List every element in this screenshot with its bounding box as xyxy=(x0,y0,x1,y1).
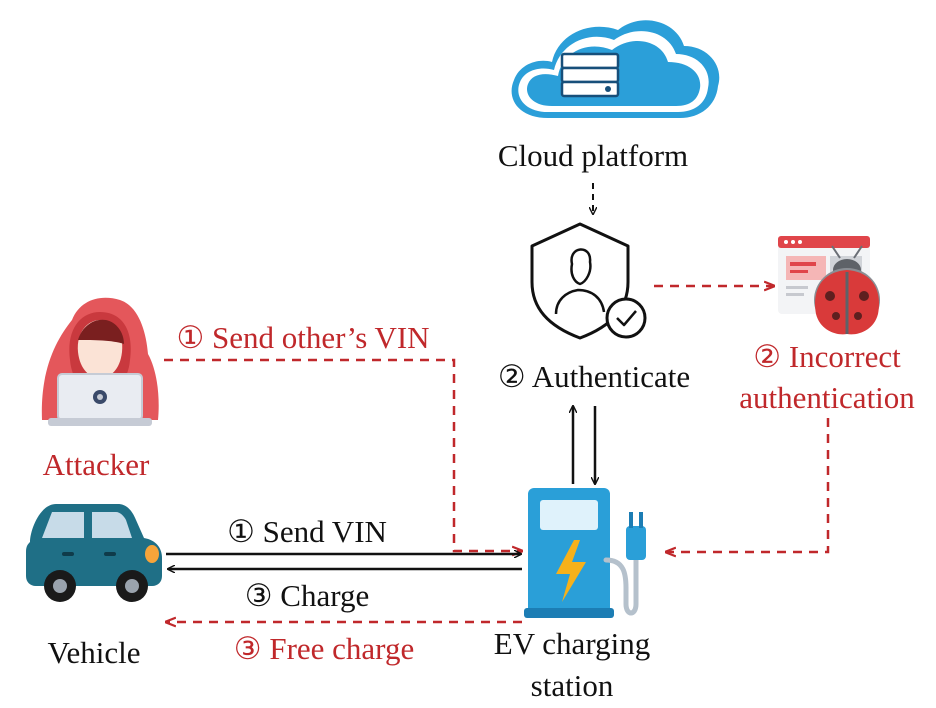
ladybug-web-window-icon xyxy=(778,236,880,335)
attacker-label: Attacker xyxy=(42,447,150,482)
station-label-line1: EV charging xyxy=(493,626,651,661)
hooded-hacker-icon xyxy=(41,297,159,426)
attacker-to-station-arrow xyxy=(164,358,522,551)
authenticate-label: ② Authenticate xyxy=(497,359,691,394)
bug-to-station-arrow xyxy=(666,418,830,552)
send-other-vin-label: ① Send other’s VIN xyxy=(176,320,430,355)
car-icon xyxy=(26,504,162,602)
station-label-line2: station xyxy=(530,668,614,703)
vehicle-label: Vehicle xyxy=(47,635,141,670)
cloud-server-icon xyxy=(511,20,720,118)
ev-charger-icon xyxy=(524,488,646,618)
shield-user-check-icon xyxy=(530,222,647,340)
cloud-platform-label: Cloud platform xyxy=(497,138,689,173)
charge-label: ③ Charge xyxy=(244,578,370,613)
send-vin-label: ① Send VIN xyxy=(227,514,387,549)
free-charge-label: ③ Free charge xyxy=(233,631,415,666)
incorrect-auth-label-line1: ② Incorrect xyxy=(753,339,901,374)
incorrect-auth-label-line2: authentication xyxy=(739,380,915,415)
